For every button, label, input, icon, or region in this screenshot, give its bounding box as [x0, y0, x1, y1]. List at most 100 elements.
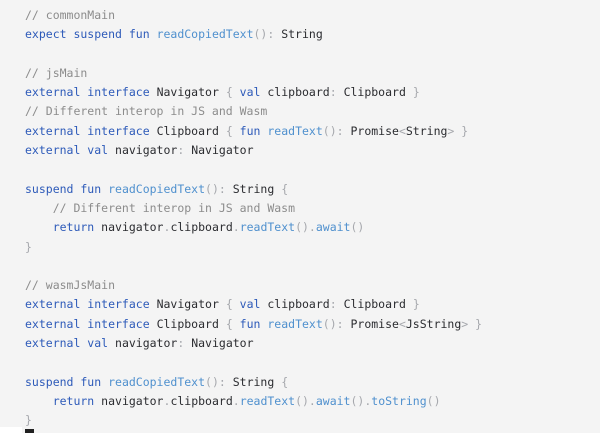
- code-token: external val: [25, 143, 109, 158]
- code-token: :: [329, 85, 337, 100]
- code-token: <: [398, 316, 406, 331]
- code-token: readText: [267, 316, 323, 331]
- code-token: .: [232, 220, 240, 235]
- code-line: // Different interop in JS and Wasm: [25, 102, 600, 121]
- code-line: return navigator.clipboard.readText().aw…: [25, 392, 600, 411]
- code-token: ():: [322, 316, 344, 331]
- code-token: suspend fun: [25, 374, 109, 389]
- cutoff-text-fragment: [25, 429, 34, 433]
- code-line: external interface Clipboard { fun readT…: [25, 315, 600, 334]
- code-token: String: [405, 123, 448, 138]
- code-line: suspend fun readCopiedText(): String {: [25, 180, 600, 199]
- code-token: Clipboard: [336, 297, 413, 312]
- code-line: return navigator.clipboard.readText().aw…: [25, 218, 600, 237]
- code-token: clipboard: [170, 220, 233, 235]
- code-line: ​: [25, 45, 600, 64]
- code-token: readText: [239, 393, 296, 408]
- code-line: }: [25, 238, 600, 257]
- code-token: {: [225, 316, 240, 331]
- code-token: await: [315, 220, 351, 235]
- code-token: val: [239, 297, 261, 312]
- code-token: .: [163, 220, 171, 235]
- code-token: clipboard: [260, 297, 330, 312]
- code-token: JsString: [405, 316, 462, 331]
- code-token: .: [163, 393, 171, 408]
- code-token: external interface: [25, 123, 157, 138]
- code-content: // commonMain expect suspend fun readCopi…: [25, 6, 600, 431]
- code-token: toString: [371, 393, 427, 408]
- code-token: // jsMain: [25, 65, 88, 80]
- code-token: readCopiedText: [108, 374, 206, 389]
- code-token: Clipboard: [156, 316, 226, 331]
- code-token: external interface: [25, 85, 157, 100]
- code-token: {: [225, 85, 240, 100]
- code-token: }: [412, 85, 420, 100]
- code-token: {: [281, 374, 289, 389]
- code-token: navigator: [94, 393, 164, 408]
- code-token: (): [350, 220, 365, 235]
- code-token: Clipboard: [336, 85, 413, 100]
- code-token: navigator: [94, 220, 164, 235]
- code-token: String: [274, 27, 323, 42]
- code-token: ().: [350, 393, 372, 408]
- code-token: <: [398, 123, 406, 138]
- code-line: expect suspend fun readCopiedText(): Str…: [25, 25, 600, 44]
- code-line: // jsMain: [25, 64, 600, 83]
- code-token: ():: [205, 374, 226, 389]
- code-line: // wasmJsMain: [25, 276, 600, 295]
- code-token: > }: [461, 316, 483, 331]
- code-token: ().: [295, 220, 316, 235]
- code-token: return: [25, 220, 95, 235]
- code-line: external val navigator: Navigator: [25, 334, 600, 353]
- code-token: readText: [267, 123, 323, 138]
- code-token: (): [426, 393, 441, 408]
- code-token: await: [315, 393, 351, 408]
- code-token: :: [177, 336, 185, 351]
- code-token: Navigator: [184, 143, 254, 158]
- code-token: Promise: [343, 316, 399, 331]
- code-line: ​: [25, 257, 600, 276]
- code-token: return: [25, 393, 95, 408]
- code-line: external interface Clipboard { fun readT…: [25, 122, 600, 141]
- code-token: String: [225, 181, 282, 196]
- code-token: external interface: [25, 297, 157, 312]
- code-token: :: [329, 297, 337, 312]
- code-token: Navigator: [156, 297, 226, 312]
- code-token: clipboard: [260, 85, 330, 100]
- code-token: external val: [25, 336, 109, 351]
- code-line: // Different interop in JS and Wasm: [25, 199, 600, 218]
- code-token: Promise: [343, 123, 399, 138]
- code-line: ​: [25, 353, 600, 372]
- code-line: ​: [25, 160, 600, 179]
- code-token: ().: [295, 393, 316, 408]
- code-token: String: [225, 374, 282, 389]
- code-token: fun: [239, 316, 268, 331]
- code-token: readText: [239, 220, 296, 235]
- code-token: clipboard: [170, 393, 233, 408]
- code-token: }: [25, 239, 32, 254]
- page-background-notch: [0, 427, 22, 433]
- code-token: {: [281, 181, 289, 196]
- code-line: suspend fun readCopiedText(): String {: [25, 373, 600, 392]
- code-token: navigator: [108, 143, 178, 158]
- code-token: :: [177, 143, 185, 158]
- code-line: external val navigator: Navigator: [25, 141, 600, 160]
- code-token: ():: [205, 181, 226, 196]
- code-token: readCopiedText: [156, 27, 254, 42]
- code-token: Navigator: [156, 85, 226, 100]
- code-token: ():: [322, 123, 344, 138]
- code-token: Clipboard: [156, 123, 226, 138]
- code-token: // commonMain: [25, 8, 116, 22]
- code-token: fun: [239, 123, 268, 138]
- code-token: val: [239, 85, 261, 100]
- code-token: .: [232, 393, 240, 408]
- code-token: expect suspend fun: [25, 27, 157, 42]
- code-token: suspend fun: [25, 181, 109, 196]
- code-token: }: [412, 297, 420, 312]
- code-token: // Different interop in JS and Wasm: [25, 200, 296, 215]
- code-token: readCopiedText: [108, 181, 206, 196]
- code-token: }: [25, 413, 32, 428]
- code-line: }: [25, 411, 600, 430]
